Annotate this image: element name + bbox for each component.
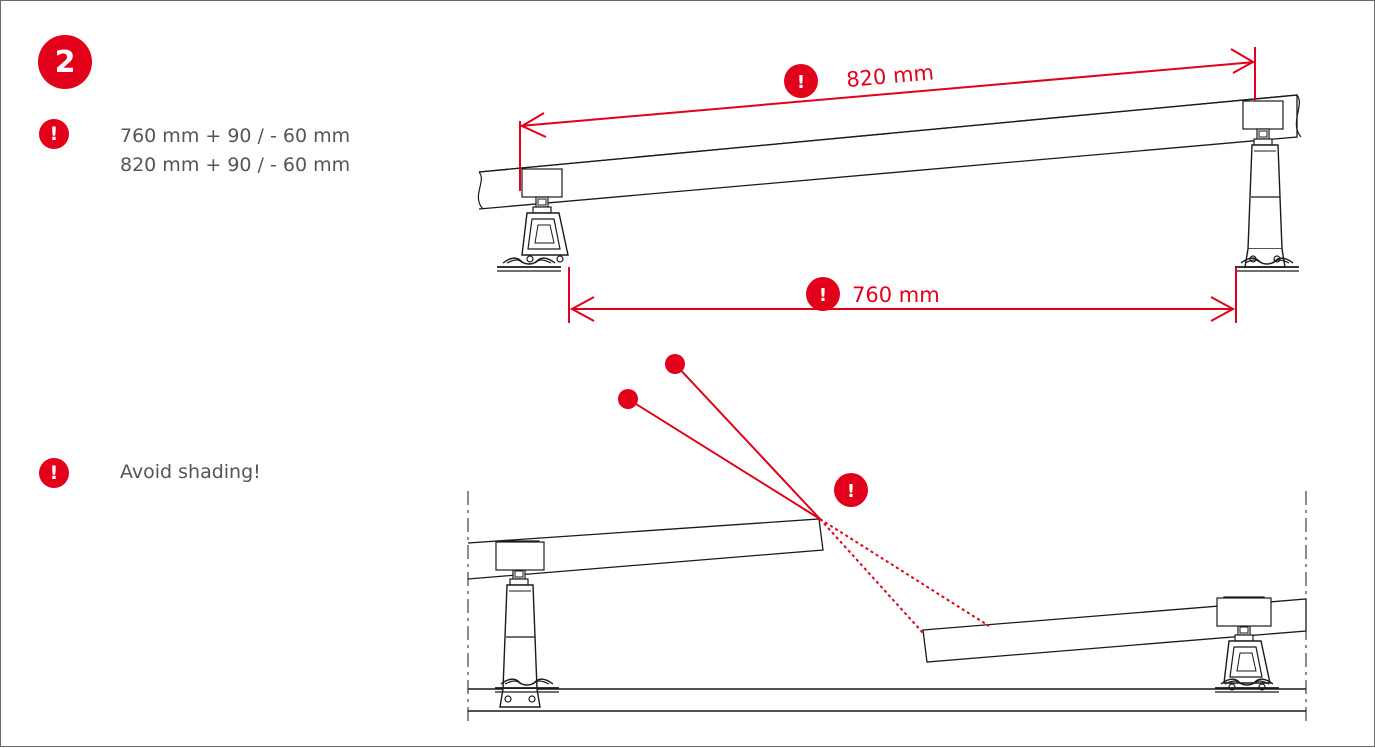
bottom-drawing: ! <box>467 354 1307 721</box>
svg-text:!: ! <box>847 481 855 502</box>
top-right-mount <box>1242 100 1286 268</box>
dimension-820-label: 820 mm <box>845 60 934 92</box>
shading-note: Avoid shading! <box>120 461 261 483</box>
dimension-820 <box>519 47 1256 191</box>
rear-panel <box>922 598 1307 663</box>
shadow-line-shallow <box>819 518 990 627</box>
top-panel <box>478 94 1298 210</box>
spacing-note-line-1: 760 mm + 90 / - 60 mm <box>120 125 351 147</box>
sun-position-high <box>665 354 685 374</box>
front-panel <box>467 518 824 580</box>
svg-text:!: ! <box>797 72 805 93</box>
spacing-warning-icon: ! <box>39 119 69 149</box>
spacing-note-line-2: 820 mm + 90 / - 60 mm <box>120 154 351 176</box>
spacing-note: 760 mm + 90 / - 60 mm 820 mm + 90 / - 60… <box>120 122 350 180</box>
dimension-820-warning-icon <box>784 64 818 98</box>
dimension-760 <box>568 267 1237 323</box>
svg-text:!: ! <box>819 285 827 306</box>
step-number-badge: 2 <box>38 35 92 89</box>
shading-warning-badge <box>834 473 868 507</box>
top-drawing: ! 820 mm ! 760 mm <box>477 47 1302 323</box>
top-left-mount <box>521 168 569 263</box>
sun-position-low <box>618 389 638 409</box>
shading-rays <box>618 354 990 634</box>
dimension-760-label: 760 mm <box>852 283 940 307</box>
shadow-line-steep <box>819 518 924 634</box>
shading-warning-icon: ! <box>39 458 69 488</box>
dimension-760-warning-icon <box>806 277 840 311</box>
